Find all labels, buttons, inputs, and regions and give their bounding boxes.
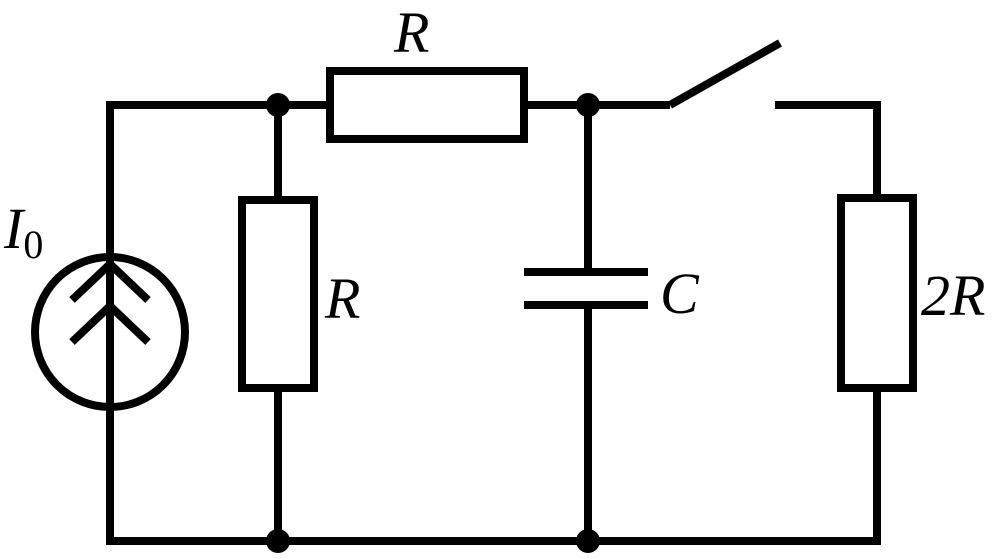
- junction-dot: [576, 529, 600, 553]
- wire-right-top: [775, 101, 881, 198]
- capacitor: [524, 268, 648, 309]
- resistor-left: [238, 196, 318, 392]
- source-label-subscript: 0: [23, 222, 43, 267]
- right-resistor-label: 2R: [921, 263, 985, 328]
- wire-left-top: [106, 101, 330, 256]
- wire-bottom: [106, 388, 881, 545]
- capacitor-label: C: [660, 261, 700, 326]
- source-label: I0: [3, 196, 43, 267]
- current-source-arrow-upper: [69, 258, 151, 303]
- switch-blade: [668, 39, 782, 109]
- top-resistor-label: R: [393, 0, 429, 65]
- wires: [106, 101, 881, 545]
- source-label-symbol: I: [3, 196, 26, 261]
- resistor-top: [326, 67, 528, 143]
- junction-dot: [266, 529, 290, 553]
- resistor-right: [837, 194, 917, 392]
- junction-dot: [266, 93, 290, 117]
- current-source-arrow-lower: [69, 300, 151, 345]
- junction-dot: [576, 93, 600, 117]
- current-source: [31, 253, 189, 411]
- left-resistor-label: R: [324, 266, 360, 331]
- junctions: [266, 93, 600, 553]
